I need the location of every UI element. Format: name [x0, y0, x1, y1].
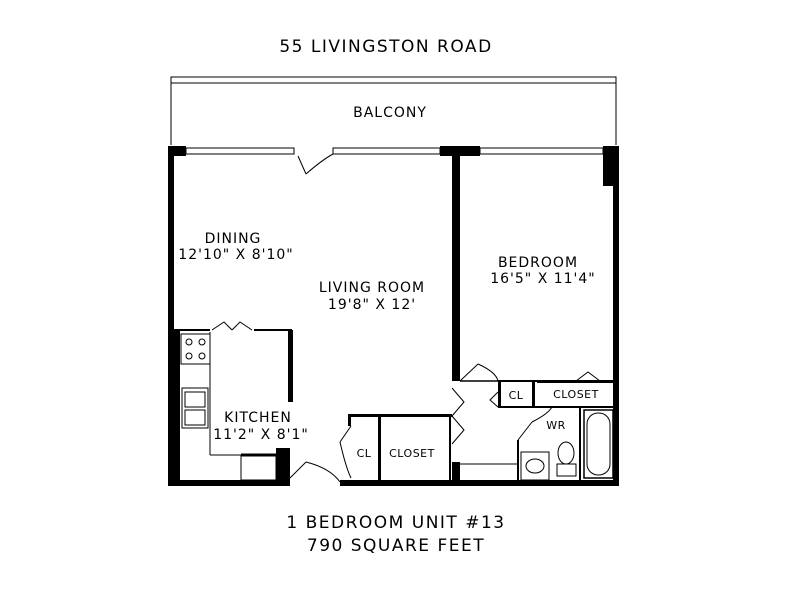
toilet — [557, 441, 575, 465]
exterior-walls — [168, 146, 619, 486]
sink — [181, 387, 209, 429]
stove — [180, 333, 211, 365]
bathroom-sink — [520, 451, 550, 481]
kitchen-label: KITCHEN — [224, 410, 292, 426]
kitchen-fixtures — [180, 333, 277, 481]
dining-label: DINING — [205, 231, 262, 247]
plan-title: 55 LIVINGSTON ROAD — [279, 37, 492, 57]
bathroom-fixtures — [520, 409, 614, 481]
hall-cl-label: CL — [357, 447, 372, 460]
area-label: 790 SQUARE FEET — [307, 536, 485, 556]
bedroom-cl-label: CL — [509, 389, 524, 402]
bedroom-size: 16'5" X 11'4" — [490, 271, 596, 287]
kitchen-size: 11'2" X 8'1" — [213, 427, 309, 443]
bedroom-closet-label: CLOSET — [553, 388, 599, 401]
bedroom-label: BEDROOM — [498, 255, 578, 271]
door-swings — [211, 321, 601, 483]
wr-label: WR — [546, 419, 566, 432]
dining-size: 12'10" X 8'10" — [178, 247, 293, 263]
unit-label: 1 BEDROOM UNIT #13 — [286, 513, 505, 533]
bathtub — [583, 409, 614, 479]
balcony-label: BALCONY — [353, 105, 427, 121]
living-room-label: LIVING ROOM — [319, 280, 425, 296]
balcony-door — [297, 153, 334, 175]
living-room-size: 19'8" X 12' — [328, 297, 416, 313]
refrigerator — [240, 454, 277, 481]
balcony: BALCONY — [170, 76, 617, 145]
hall-closet-label: CLOSET — [389, 447, 435, 460]
